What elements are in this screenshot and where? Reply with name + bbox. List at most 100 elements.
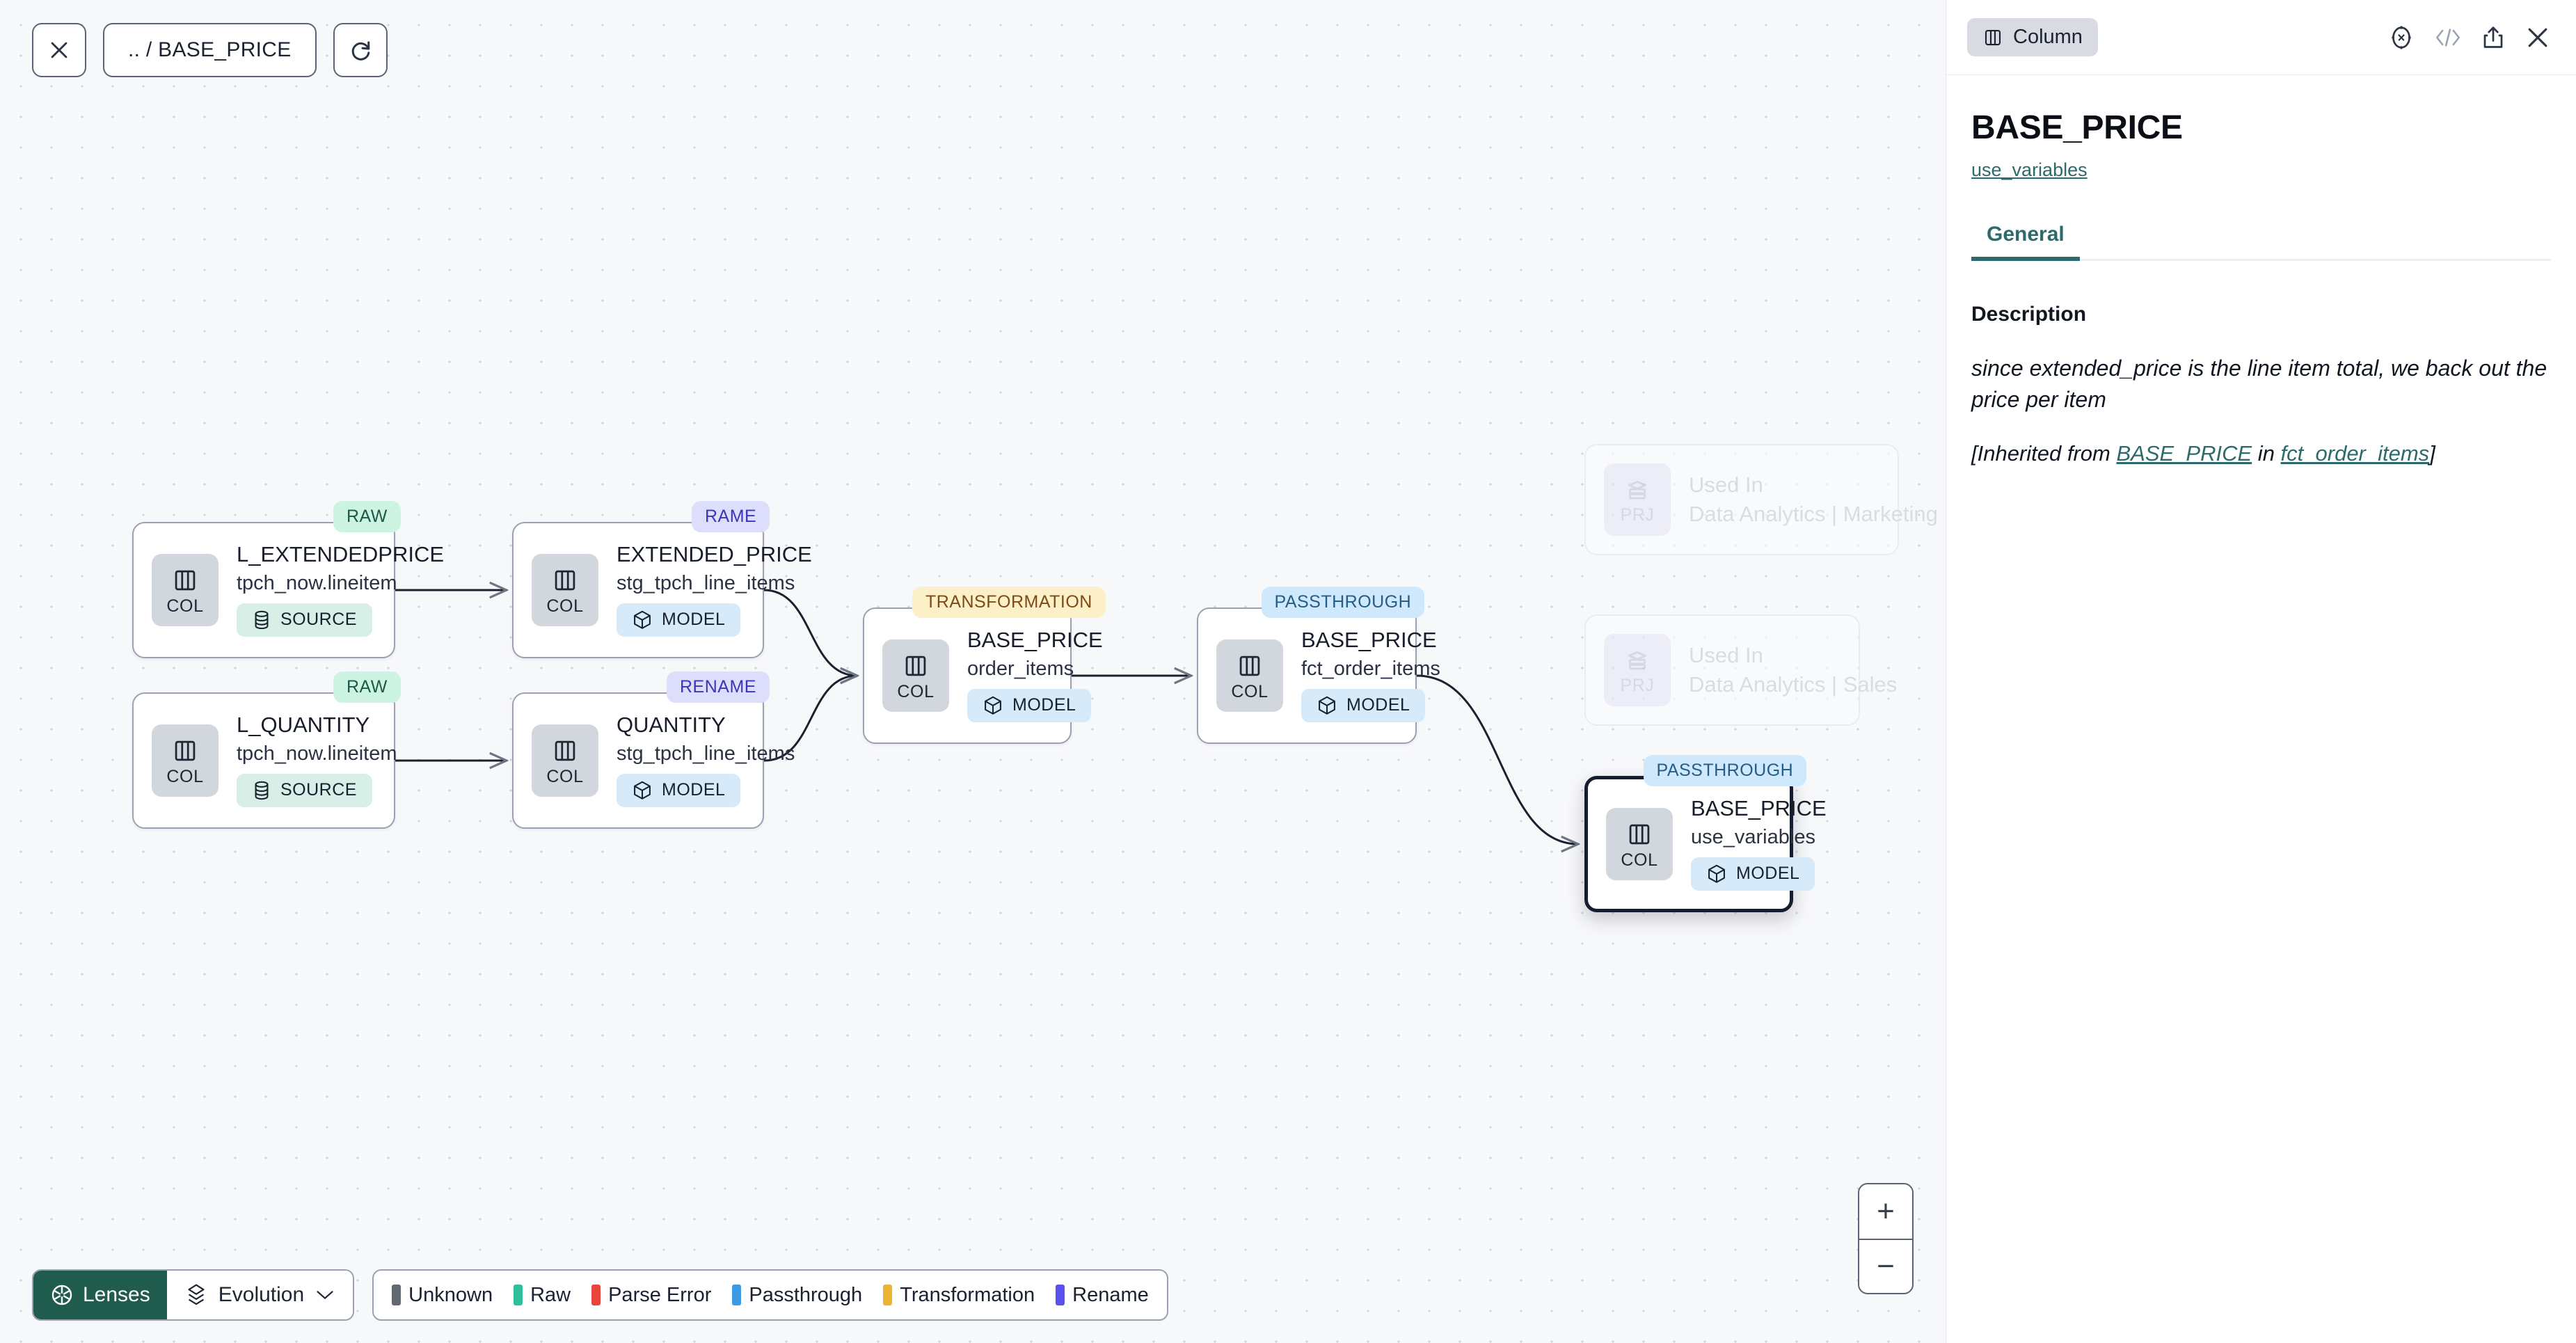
node-subtitle: tpch_now.lineitem (237, 742, 397, 765)
close-icon (51, 42, 67, 58)
cube-icon (634, 781, 651, 800)
breadcrumb-path-button[interactable]: .. / BASE_PRICE (103, 23, 317, 77)
legend-swatch (392, 1285, 401, 1305)
share-button[interactable] (2481, 25, 2505, 50)
node-asset-label: SOURCE (280, 780, 357, 800)
column-icon (555, 740, 575, 761)
lineage-node[interactable]: COL BASE_PRICE order_items MODEL (863, 607, 1103, 744)
close-graph-button[interactable] (32, 23, 86, 77)
node-body: BASE_PRICE fct_order_items MODEL (1301, 628, 1440, 722)
node-subtitle: order_items (967, 657, 1074, 680)
column-icon (555, 570, 575, 590)
lineage-node[interactable]: COL EXTENDED_PRICE stg_tpch_line_items M… (512, 522, 812, 658)
node-title: L_EXTENDEDPRICE (237, 542, 445, 566)
node-kind-badge: RAW (333, 672, 401, 703)
node-kind-badge: RAW (333, 501, 401, 532)
node-title: BASE_PRICE (1301, 628, 1437, 652)
cube-icon (1708, 864, 1725, 883)
refresh-button[interactable] (333, 23, 388, 77)
evolution-dropdown[interactable]: Evolution (166, 1271, 353, 1319)
legend-item[interactable]: Unknown (392, 1284, 493, 1307)
cube-icon (634, 610, 651, 629)
node-subtitle: stg_tpch_line_items (617, 742, 795, 765)
legend-item[interactable]: Parse Error (591, 1284, 711, 1307)
node-subtitle: use_variables (1691, 825, 1815, 848)
node-type-label: COL (166, 766, 204, 786)
node-body: L_EXTENDEDPRICE tpch_now.lineitem SOURCE (237, 542, 445, 637)
lenses-control-group: Lenses Evolution (32, 1269, 355, 1321)
project-icon (1628, 651, 1647, 669)
node-type-chip: COL (532, 724, 598, 797)
node-asset-pill: MODEL (1691, 857, 1815, 891)
node-kind-badge: TRANSFORMATION (912, 587, 1106, 618)
code-button[interactable] (2434, 26, 2462, 49)
column-icon (1985, 29, 2001, 45)
node-body: Used In Data Analytics | Marketing (1689, 473, 1938, 525)
description-label: Description (1971, 303, 2087, 326)
node-type-label: PRJ (1620, 675, 1655, 695)
node-asset-pill: MODEL (967, 688, 1092, 722)
evolution-label: Evolution (218, 1283, 305, 1306)
node-type-label: COL (546, 596, 584, 616)
legend-item[interactable]: Transformation (883, 1284, 1035, 1307)
node-asset-label: SOURCE (280, 610, 357, 630)
lineage-node[interactable]: COL QUANTITY stg_tpch_line_items MODEL (512, 692, 795, 829)
column-icon (175, 570, 196, 590)
node-asset-label: MODEL (1012, 695, 1076, 715)
project-icon (1628, 480, 1647, 499)
node-body: EXTENDED_PRICE stg_tpch_line_items MODEL (617, 542, 812, 637)
lineage-node[interactable]: COL BASE_PRICE fct_order_items MODEL (1197, 607, 1440, 744)
inherited-column-link[interactable]: BASE_PRICE (2116, 440, 2252, 466)
node-title: EXTENDED_PRICE (617, 542, 812, 566)
tab-general[interactable]: General (1971, 223, 2080, 261)
inherited-model-link[interactable]: fct_order_items (2280, 440, 2430, 466)
node-title: BASE_PRICE (1691, 796, 1827, 820)
node-type-label: COL (1621, 850, 1658, 870)
cube-icon (985, 696, 1001, 715)
used-in-node[interactable]: PRJ Used In Data Analytics | Sales (1584, 614, 1897, 726)
column-icon (1629, 824, 1650, 844)
node-type-chip: PRJ (1604, 463, 1671, 536)
node-kind-badge: PASSTHROUGH (1643, 755, 1807, 786)
zoom-in-button[interactable]: + (1877, 1194, 1895, 1228)
legend-label: Passthrough (749, 1283, 863, 1306)
entity-type-label: Column (2013, 26, 2083, 48)
compass-button[interactable] (2388, 24, 2415, 51)
node-title: BASE_PRICE (967, 628, 1103, 652)
node-subtitle: fct_order_items (1301, 657, 1440, 680)
legend-label: Parse Error (608, 1283, 712, 1306)
lineage-node[interactable]: COL L_QUANTITY tpch_now.lineitem SOURCE (132, 692, 397, 829)
entity-type-badge: Column (1967, 18, 2098, 56)
legend-swatch (1056, 1285, 1065, 1305)
lenses-button[interactable]: Lenses (33, 1271, 167, 1319)
node-asset-label: MODEL (1346, 695, 1410, 715)
close-icon (2528, 28, 2547, 47)
used-in-label: Used In (1689, 642, 1763, 667)
model-link[interactable]: use_variables (1971, 159, 2088, 180)
lineage-node[interactable]: COL L_EXTENDEDPRICE tpch_now.lineitem SO… (132, 522, 445, 658)
node-type-chip: COL (1606, 808, 1673, 880)
legend-item[interactable]: Passthrough (732, 1284, 862, 1307)
node-body: L_QUANTITY tpch_now.lineitem SOURCE (237, 713, 397, 807)
node-subtitle: stg_tpch_line_items (617, 571, 795, 594)
node-asset-pill: MODEL (617, 603, 741, 637)
legend-item[interactable]: Rename (1056, 1284, 1149, 1307)
zoom-controls: + − (1858, 1183, 1914, 1294)
node-type-label: COL (1231, 681, 1269, 701)
zoom-out-button[interactable]: − (1859, 1239, 1912, 1293)
close-panel-button[interactable] (2525, 24, 2551, 51)
node-asset-pill: SOURCE (237, 773, 372, 807)
used-in-node[interactable]: PRJ Used In Data Analytics | Marketing (1584, 444, 1938, 555)
node-kind-badge: RAME (692, 501, 770, 532)
legend-label: Raw (530, 1283, 571, 1306)
details-panel: Column (1946, 0, 2576, 1343)
lineage-node[interactable]: COL BASE_PRICE use_variables MODEL (1584, 776, 1827, 912)
node-type-label: COL (546, 766, 584, 786)
legend-item[interactable]: Raw (514, 1284, 571, 1307)
canvas-toolbar: .. / BASE_PRICE (32, 23, 388, 77)
node-body: Used In Data Analytics | Sales (1689, 642, 1897, 696)
node-type-label: PRJ (1620, 504, 1655, 525)
node-type-chip: COL (1216, 639, 1283, 712)
lineage-canvas[interactable]: .. / BASE_PRICE (0, 0, 1946, 1343)
inherited-middle: in (2252, 440, 2281, 466)
